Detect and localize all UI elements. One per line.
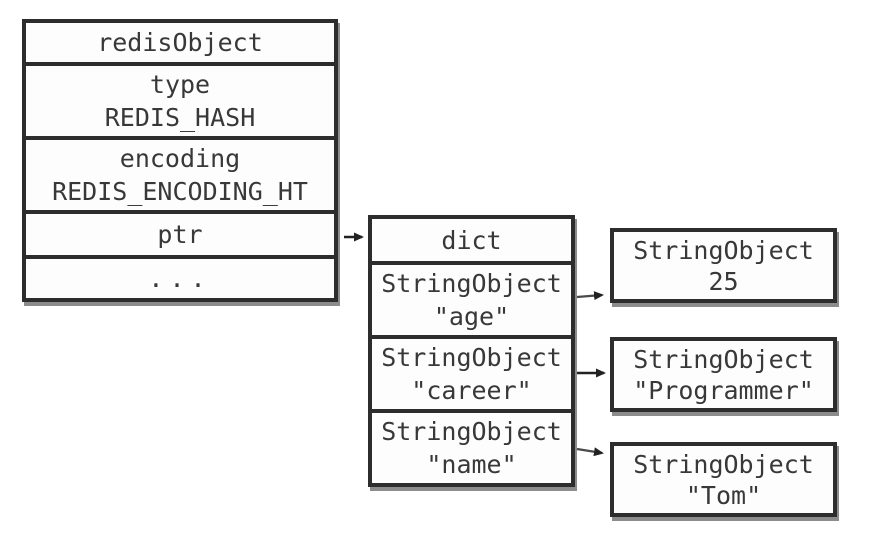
value-box-career-content: StringObject "Programmer" (614, 341, 833, 408)
redis-object-title-label: redisObject (97, 28, 263, 57)
value-box-age-value: 25 (708, 266, 739, 296)
field-encoding-label: encoding (119, 144, 241, 173)
field-encoding: encoding REDIS_ENCODING_HT (26, 136, 334, 210)
value-box-career-type: StringObject (633, 344, 814, 374)
redis-object-title: redisObject (26, 23, 334, 62)
value-box-age-type: StringObject (633, 235, 814, 265)
field-ptr: ptr (26, 210, 334, 255)
field-type: type REDIS_HASH (26, 62, 334, 136)
dict-box: dict StringObject "age" StringObject "ca… (368, 215, 575, 487)
field-ptr-label: ptr (157, 220, 203, 249)
field-type-label: type (149, 70, 211, 99)
value-box-career-value: "Programmer" (633, 375, 814, 405)
dict-entry-name-key: "name" (426, 450, 517, 479)
value-box-name-content: StringObject "Tom" (614, 446, 833, 513)
value-box-age-content: StringObject 25 (614, 232, 833, 299)
dict-entry-age-type: StringObject (381, 269, 562, 298)
dict-entry-age: StringObject "age" (372, 261, 571, 335)
dict-entry-career-key: "career" (411, 376, 532, 405)
field-type-value: REDIS_HASH (104, 103, 256, 132)
dict-entry-career: StringObject "career" (372, 335, 571, 409)
dict-entry-name-type: StringObject (381, 417, 562, 446)
redis-object-box: redisObject type REDIS_HASH encoding RED… (22, 19, 338, 302)
value-box-name-value: "Tom" (685, 480, 762, 510)
field-ellipsis-label: ... (148, 264, 212, 293)
dict-title-label: dict (441, 225, 502, 255)
value-box-name-type: StringObject (633, 449, 814, 479)
value-box-age: StringObject 25 (610, 228, 837, 303)
field-ellipsis: ... (26, 255, 334, 298)
name-to-value-arrow (576, 447, 604, 457)
field-encoding-value: REDIS_ENCODING_HT (52, 177, 308, 206)
value-box-name: StringObject "Tom" (610, 442, 837, 517)
dict-entry-age-key: "age" (433, 302, 510, 331)
age-to-value-arrow (576, 291, 604, 301)
value-box-career: StringObject "Programmer" (610, 337, 837, 412)
dict-title: dict (372, 219, 571, 261)
dict-entry-name: StringObject "name" (372, 409, 571, 483)
dict-entry-career-type: StringObject (381, 343, 562, 372)
